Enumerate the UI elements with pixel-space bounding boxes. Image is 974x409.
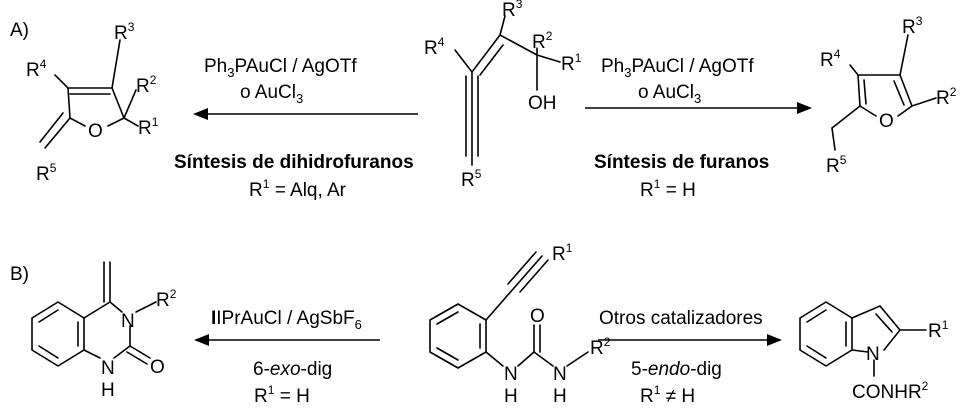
r1-b-right: R1 ≠ H [640, 383, 695, 407]
arrow-a-right [585, 102, 812, 114]
svg-text:R2: R2 [532, 29, 553, 53]
svg-text:R1: R1 [552, 241, 573, 265]
svg-text:R3: R3 [114, 20, 135, 44]
svg-text:O: O [150, 357, 165, 378]
svg-text:R2: R2 [590, 335, 611, 359]
svg-text:O: O [88, 121, 103, 142]
svg-text:N: N [121, 311, 135, 332]
mode-b-left: 6-exo-dig [253, 359, 332, 380]
title-furans: Síntesis de furanos [594, 152, 769, 173]
r1-dihydrofurans: R1 = Alq, Ar [249, 177, 347, 201]
svg-text:R5: R5 [826, 153, 847, 177]
product-quinazolinone: N R2 O N H [31, 261, 177, 401]
svg-text:N: N [504, 364, 518, 385]
section-label-a: A) [10, 20, 29, 41]
svg-text:R4: R4 [424, 35, 445, 59]
conditions-a-left-line1: Ph3PAuCl / AgOTf [204, 56, 357, 80]
conditions-b-right: Otros catalizadores [599, 308, 763, 329]
svg-text:R2: R2 [156, 287, 177, 311]
r1-b-left: R1 = H [254, 383, 310, 407]
svg-text:N: N [553, 364, 567, 385]
svg-text:R4: R4 [820, 47, 841, 71]
title-dihydrofurans: Síntesis de dihidrofuranos [174, 152, 414, 173]
svg-text:R5: R5 [36, 161, 57, 185]
conditions-a-right-line2: o AuCl3 [638, 82, 701, 106]
svg-text:R3: R3 [902, 14, 923, 38]
mode-b-right: 5-endo-dig [631, 359, 722, 380]
svg-text:H: H [504, 386, 518, 407]
conditions-b-left: IIPrAuCl / AgSbF6 [211, 308, 362, 332]
substrate-enynol: R4 R3 R2 R1 OH R5 [424, 0, 582, 191]
svg-text:R5: R5 [461, 167, 482, 191]
substrate-urea: R1 O N H N H R2 [429, 241, 611, 407]
svg-text:R3: R3 [502, 0, 523, 21]
conditions-a-right-line1: Ph3PAuCl / AgOTf [601, 56, 754, 80]
svg-text:R1: R1 [138, 115, 159, 139]
svg-text:R4: R4 [26, 57, 47, 81]
svg-text:R2: R2 [936, 85, 957, 109]
product-indole: N R1 CONHR2 [799, 301, 949, 403]
conditions-a-left-line2: o AuCl3 [240, 82, 303, 106]
svg-text:OH: OH [528, 93, 557, 114]
section-label-b: B) [10, 264, 29, 285]
product-furan: R4 R3 R2 O R5 [820, 14, 957, 177]
svg-text:H: H [101, 380, 115, 401]
svg-text:N: N [866, 344, 880, 365]
svg-text:R1: R1 [561, 51, 582, 75]
svg-text:CONHR2: CONHR2 [852, 379, 929, 403]
arrow-b-left [194, 334, 380, 346]
svg-text:R1: R1 [928, 318, 949, 342]
svg-text:H: H [553, 386, 567, 407]
arrow-b-right [598, 334, 782, 346]
svg-text:O: O [530, 306, 545, 327]
svg-text:O: O [879, 111, 894, 132]
svg-text:R2: R2 [136, 73, 157, 97]
arrow-a-left [193, 108, 418, 120]
r1-furans: R1 = H [640, 177, 696, 201]
product-dihydrofuran: R4 R3 R2 R1 O R5 [26, 20, 159, 185]
svg-text:N: N [101, 358, 115, 379]
